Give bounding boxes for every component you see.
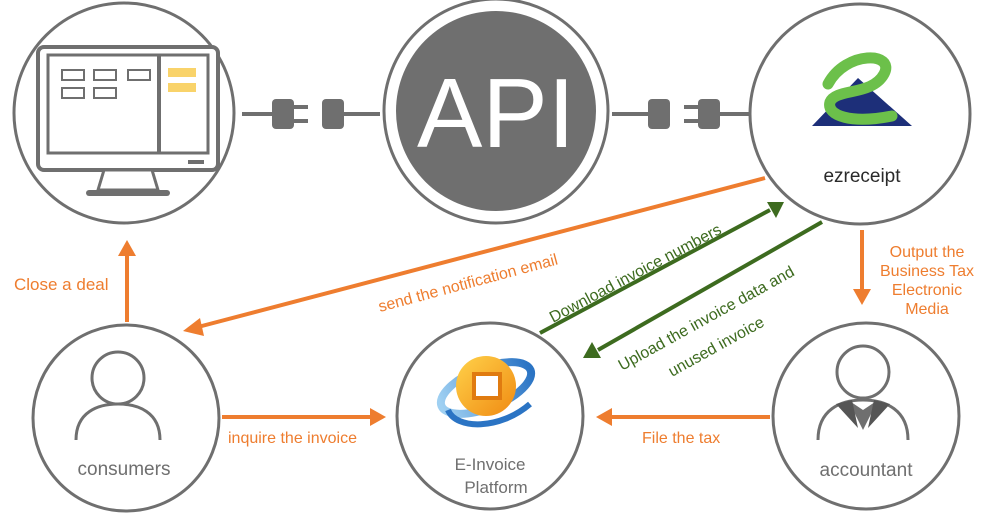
arrow-close-deal — [118, 240, 136, 322]
consumers-node: consumers — [31, 323, 221, 513]
arrow-output-business-tax — [853, 230, 871, 305]
consumers-label: consumers — [78, 459, 171, 480]
arrow-file-tax — [596, 408, 770, 426]
output-business-tax-label-line3: Electronic — [892, 282, 962, 299]
download-invoice-numbers-label: Download invoice numbers — [547, 221, 725, 326]
api-node: API — [382, 0, 610, 225]
person-icon — [74, 350, 162, 441]
ezreceipt-label: ezreceipt — [823, 166, 901, 187]
api-label: API — [417, 58, 575, 168]
ezreceipt-logo-icon — [812, 52, 912, 126]
accountant-node: accountant — [771, 321, 961, 511]
e-invoice-logo-icon — [436, 356, 536, 428]
ezreceipt-node: ezreceipt — [748, 2, 972, 226]
output-business-tax-label-line2: Business Tax — [880, 263, 974, 280]
platform-label-line1: E-Invoice — [455, 455, 526, 474]
output-business-tax-label-line4: Media — [905, 301, 949, 318]
arrow-inquire-invoice — [222, 408, 386, 426]
inquire-invoice-label: inquire the invoice — [228, 430, 357, 447]
file-tax-label: File the tax — [642, 430, 720, 447]
api-connector-left — [242, 99, 380, 129]
computer-node — [12, 1, 236, 225]
close-deal-label: Close a deal — [14, 275, 109, 294]
platform-label-line2: Platform — [464, 478, 527, 497]
arrow-upload-invoice-data — [583, 220, 823, 358]
api-connector-right — [612, 99, 752, 129]
output-business-tax-label-line1: Output the — [890, 244, 965, 261]
monitor-icon — [36, 45, 220, 196]
arrow-download-invoice-numbers — [539, 202, 784, 335]
arrow-notification-email — [183, 176, 766, 336]
notification-email-label: send the notification email — [377, 252, 560, 316]
e-invoice-platform-node: E-Invoice Platform — [395, 321, 585, 511]
accountant-icon — [816, 344, 910, 441]
accountant-label: accountant — [820, 460, 914, 481]
